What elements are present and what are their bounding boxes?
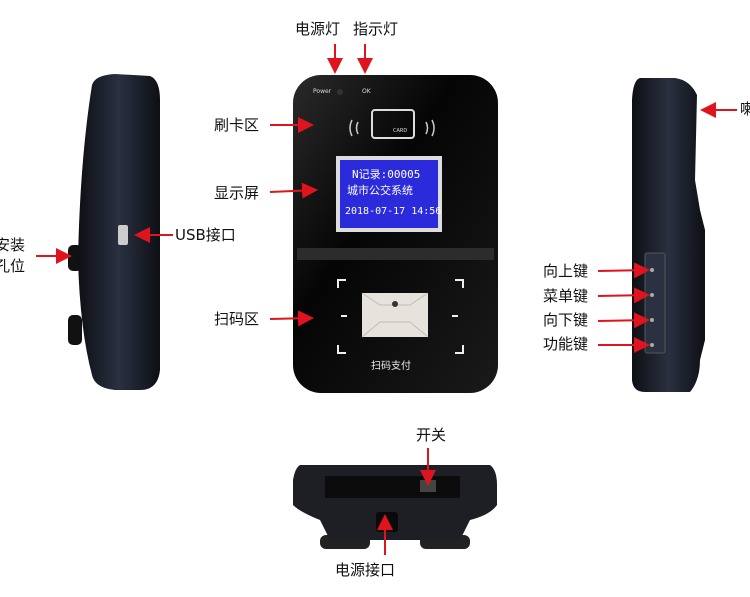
bottom-view [293,465,497,549]
label-indicator-light: 指示灯 [353,20,399,38]
function-key [650,343,654,347]
key-panel [644,252,666,354]
label-switch: 开关 [416,426,447,444]
label-mount-hole-1: 安装 [0,236,26,254]
callout-arrows [36,44,737,555]
down-key [650,318,654,322]
label-scan-area: 扫码区 [214,310,260,328]
card-text: CARD [393,128,408,134]
screen-record: N记录:00005 [352,168,421,181]
screen-system-name: 城市公交系统 [347,184,413,197]
menu-key [650,293,654,297]
screen-datetime: 2018-07-17 14:56 [345,206,442,217]
label-down-key: 向下键 [543,311,589,329]
ok-indicator-text: OK [362,88,371,95]
label-function-key: 功能键 [543,335,589,353]
lcd-screen [340,160,438,228]
label-power-light: 电源灯 [295,20,341,38]
front-view [293,75,498,393]
label-menu-key: 菜单键 [543,287,589,305]
label-speaker: 喇 [740,100,750,118]
scan-caption: 扫码支付 [371,361,411,372]
right-side-view [632,78,705,392]
usb-port [118,225,128,245]
up-key [650,268,654,272]
label-power-port: 电源接口 [335,561,396,579]
power-port [376,512,398,532]
left-side-view [68,74,160,390]
label-usb-port: USB接口 [175,226,236,244]
label-up-key: 向上键 [543,262,589,280]
label-display: 显示屏 [214,184,260,202]
label-card-area: 刷卡区 [214,116,260,134]
power-indicator-text: Power [313,88,332,95]
card-icon [371,109,415,139]
label-mount-hole-2: 孔位 [0,257,26,275]
